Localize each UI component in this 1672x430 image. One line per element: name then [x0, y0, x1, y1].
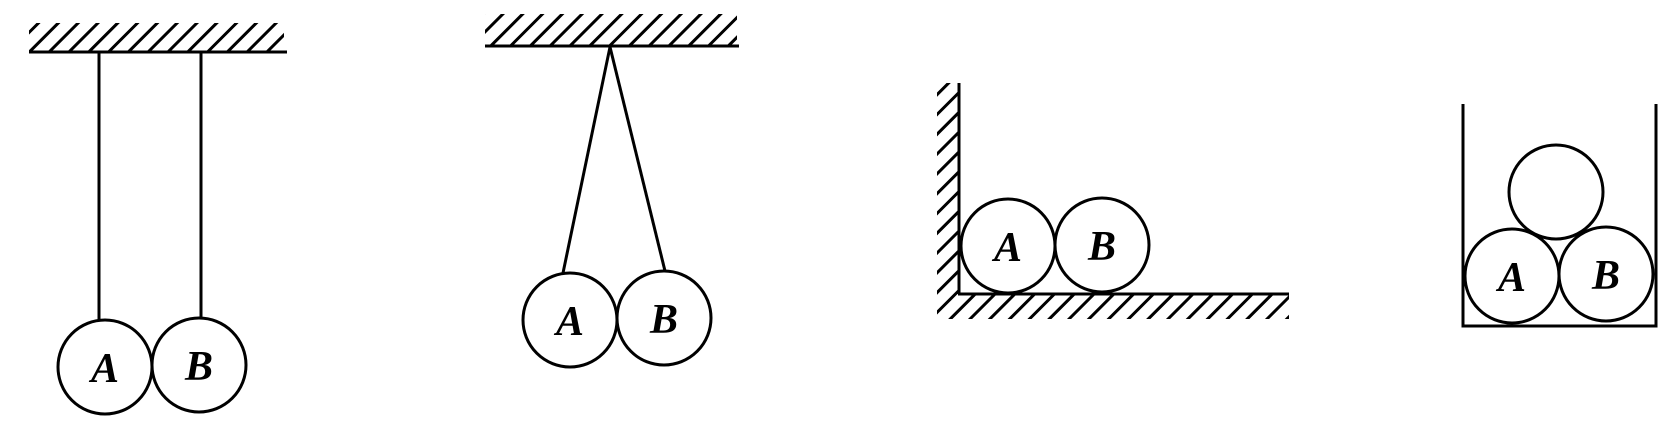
ball-b: [1557, 225, 1655, 323]
panel-parallel-strings: A B: [29, 23, 287, 416]
floor-hatch: [937, 294, 1289, 319]
panel-corner: A B: [937, 83, 1289, 319]
string-a: [561, 46, 612, 274]
ball-b: [150, 316, 248, 414]
ceiling-hatch: [485, 14, 737, 45]
ball-top: [1507, 143, 1605, 241]
ball-b: [615, 269, 713, 367]
label-a: A: [553, 299, 584, 345]
label-a: A: [1495, 255, 1526, 301]
container: [1461, 104, 1658, 328]
label-a: A: [88, 346, 119, 392]
wall-hatch: [937, 83, 959, 319]
panel-single-pivot: A B: [485, 14, 739, 369]
ball-b: [1053, 196, 1151, 294]
label-a: A: [991, 225, 1022, 271]
panel-container: A B: [1461, 104, 1658, 328]
ceiling-hatch: [29, 23, 284, 51]
string-b: [608, 46, 667, 272]
label-b: B: [649, 297, 678, 343]
label-b: B: [1591, 253, 1620, 299]
label-b: B: [1087, 224, 1116, 270]
label-b: B: [184, 344, 213, 390]
